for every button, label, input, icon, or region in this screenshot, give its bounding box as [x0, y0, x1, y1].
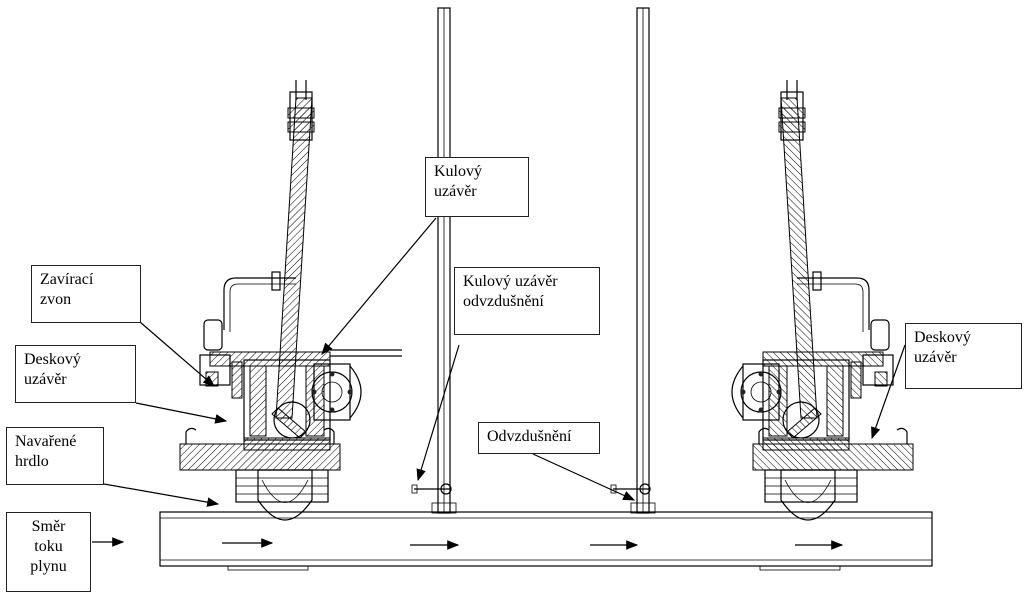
label-plate-valve-right: Deskový uzávěr — [905, 323, 1022, 389]
vent-pipe-right — [610, 7, 656, 514]
leader-lines — [103, 217, 906, 507]
valve-assembly-left — [179, 80, 402, 521]
label-flow-direction: Směr toku plynu — [6, 512, 91, 592]
flow-arrows — [92, 537, 844, 550]
label-venting: Odvzdušnění — [478, 422, 600, 454]
valve-assembly-right — [731, 80, 914, 521]
label-welded-neck: Navařené hrdlo — [6, 427, 104, 485]
label-ball-valve-vent: Kulový uzávěr odvzdušnění — [454, 267, 600, 335]
label-plate-valve-left: Deskový uzávěr — [15, 345, 136, 403]
main-pipe — [159, 511, 933, 571]
label-closing-bell: Zavírací zvon — [31, 265, 141, 323]
label-ball-valve: Kulový uzávěr — [425, 157, 529, 217]
vent-pipe-left — [411, 7, 457, 514]
